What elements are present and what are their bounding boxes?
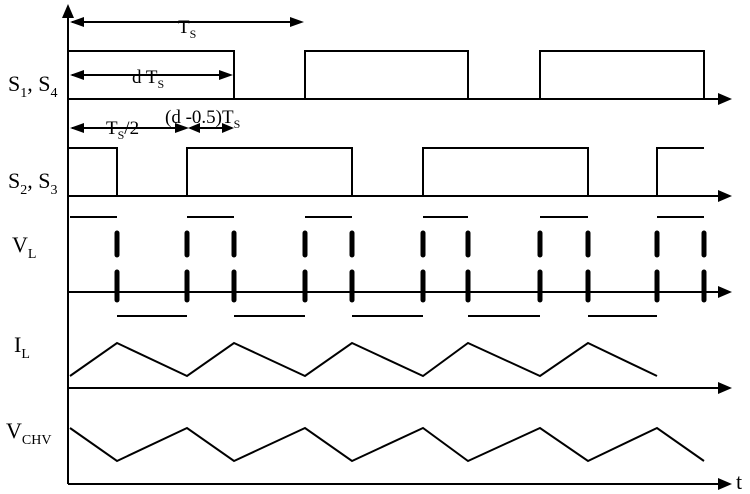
vchv-waveform (69, 426, 705, 463)
il-waveform (69, 341, 658, 378)
half-ts-label: TS/2 (106, 118, 139, 142)
half-ts-arrow (70, 123, 189, 133)
vertical-axis (62, 4, 74, 484)
dts-label: d TS (132, 67, 164, 91)
d05-label: (d -0.5)TS (165, 107, 240, 131)
vl-axis (68, 286, 732, 298)
dts-arrow (70, 70, 233, 80)
il-label: IL (14, 332, 30, 362)
s14-label: S1, S4 (8, 71, 58, 101)
s14-waveform (68, 50, 705, 100)
d05-arrow (188, 123, 234, 133)
vl-waveform (70, 216, 707, 317)
il-axis (68, 382, 732, 394)
s14-axis (68, 93, 732, 105)
s23-waveform (68, 147, 704, 197)
s23-label: S2, S3 (8, 168, 58, 198)
vl-label: VL (12, 232, 36, 262)
ts-arrow (70, 17, 304, 27)
time-axis-label: t (736, 469, 742, 494)
vchv-axis (68, 478, 732, 490)
vchv-label: VCHV (6, 418, 51, 448)
ts-label: TS (178, 17, 196, 41)
